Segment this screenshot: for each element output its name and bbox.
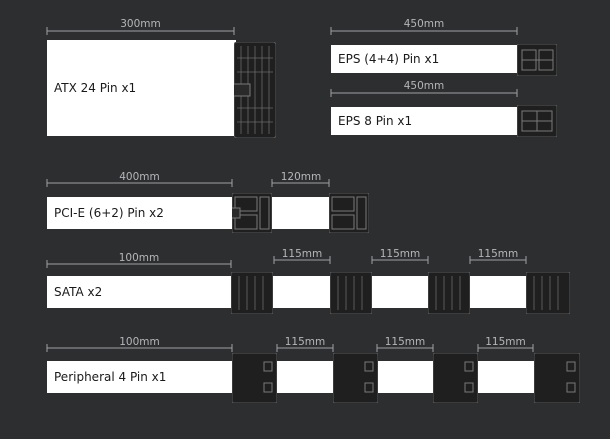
sata-connector-4-icon [526,272,570,314]
sata-segment-1-label: 115mm [281,248,323,260]
sata-connector-1-icon [231,272,273,314]
pcie-cable: PCI-E (6+2) Pin x2 [47,197,234,229]
sata-segment-1 [272,276,332,308]
pcie-extension-length-label: 120mm [280,171,322,183]
pcie-extension-connector-icon [329,193,369,233]
eps44-connector-icon [517,44,557,76]
molex-connector-2-icon [333,353,378,403]
molex-connector-4-icon [534,353,580,403]
pcie-extension-cable [270,197,332,229]
eps44-length-label: 450mm [403,18,445,30]
peripheral-segment-3-label: 115mm [485,336,526,348]
eps8-cable: EPS 8 Pin x1 [331,107,519,135]
peripheral-length-label: 100mm [119,336,160,348]
sata-segment-3-label: 115mm [477,248,519,260]
molex-connector-3-icon [433,353,478,403]
pcie-cable-label: PCI-E (6+2) Pin x2 [54,206,164,220]
sata-segment-2 [370,276,430,308]
peripheral-segment-1 [275,361,335,393]
peripheral-cable: Peripheral 4 Pin x1 [47,361,234,393]
peripheral-segment-2 [375,361,435,393]
molex-connector-1-icon [232,353,277,403]
peripheral-segment-2-label: 115mm [384,336,426,348]
sata-connector-3-icon [428,272,470,314]
sata-segment-3 [468,276,528,308]
sata-length-label: 100mm [118,252,160,264]
sata-connector-2-icon [330,272,372,314]
pcie-connector-icon [232,193,272,233]
atx-length-label: 300mm [120,18,161,30]
atx-24pin-connector-icon [234,42,276,138]
peripheral-cable-label: Peripheral 4 Pin x1 [54,370,167,384]
eps44-cable: EPS (4+4) Pin x1 [331,45,519,73]
peripheral-segment-3 [476,361,536,393]
eps8-cable-label: EPS 8 Pin x1 [338,114,413,128]
sata-cable-label: SATA x2 [54,285,103,299]
atx-cable: ATX 24 Pin x1 [47,40,236,136]
sata-cable: SATA x2 [47,276,233,308]
eps8-connector-icon [517,105,557,137]
peripheral-segment-1-label: 115mm [284,336,326,348]
pcie-length-label: 400mm [119,171,160,183]
eps8-length-label: 450mm [403,80,445,92]
sata-segment-2-label: 115mm [379,248,421,260]
eps44-cable-label: EPS (4+4) Pin x1 [338,52,440,66]
atx-cable-label: ATX 24 Pin x1 [54,81,137,95]
